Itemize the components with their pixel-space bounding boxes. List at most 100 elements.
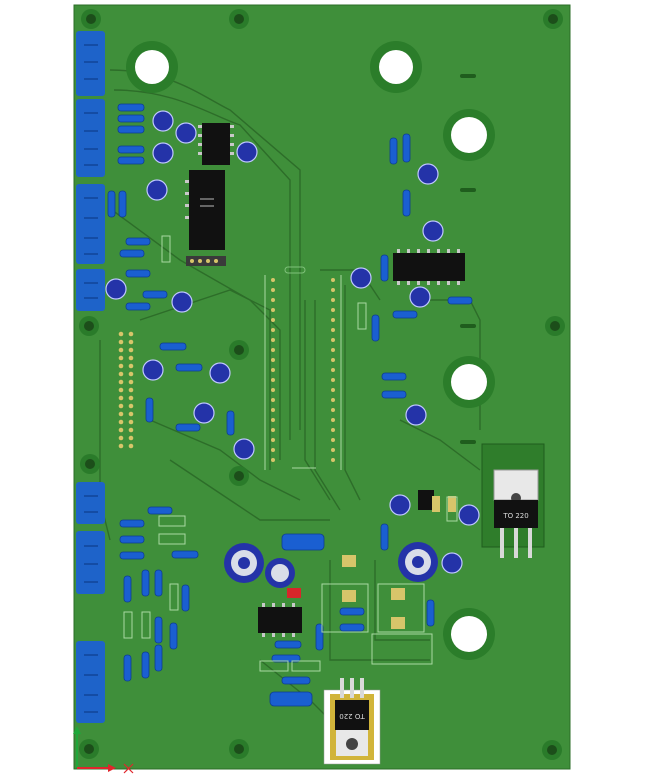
- terminal-block: [76, 531, 105, 594]
- ic-chip-large: [189, 170, 225, 250]
- resistor: [107, 190, 116, 218]
- capacitor: [236, 141, 258, 163]
- capacitor-large: [265, 558, 295, 588]
- ic-chip: [202, 123, 230, 165]
- terminal-block: [76, 99, 105, 177]
- capacitor: [422, 220, 444, 242]
- mount-hole: [543, 9, 563, 29]
- pcb-outline: [73, 4, 571, 770]
- resistor: [142, 290, 168, 299]
- resistor: [125, 302, 151, 311]
- resistor: [154, 616, 163, 644]
- ic-small: [418, 490, 434, 510]
- resistor: [169, 622, 178, 650]
- voltage-regulator-2: TO 220: [323, 678, 381, 765]
- capacitor: [209, 362, 231, 384]
- resistor: [119, 519, 145, 528]
- resistor: [274, 640, 302, 649]
- terminal-block: [76, 269, 105, 311]
- regulator-1-label: TO 220: [502, 512, 528, 520]
- resistor: [125, 237, 151, 246]
- resistor: [119, 535, 145, 544]
- red-smd-component: [287, 588, 301, 598]
- capacitor: [405, 404, 427, 426]
- resistor: [175, 423, 201, 432]
- resistor: [123, 575, 132, 603]
- capacitor: [458, 504, 480, 526]
- resistors-vertical: [107, 133, 435, 682]
- capacitor: [409, 286, 431, 308]
- capacitor: [350, 267, 372, 289]
- resistor: [117, 156, 145, 165]
- resistor: [447, 296, 473, 305]
- ic-soic: [258, 607, 302, 633]
- resistor: [147, 506, 173, 515]
- resistor-power: [281, 533, 325, 551]
- resistor: [117, 125, 145, 134]
- capacitor: [171, 291, 193, 313]
- resistor: [226, 410, 235, 436]
- capacitor: [175, 122, 197, 144]
- resistor: [381, 390, 407, 399]
- capacitor: [233, 438, 255, 460]
- regulator-2-label: TO 220: [339, 712, 365, 720]
- terminal-block: [76, 31, 105, 96]
- slots: [284, 74, 476, 444]
- diode: [426, 599, 435, 627]
- capacitor: [441, 552, 463, 574]
- resistors: [117, 103, 473, 707]
- resistor: [154, 644, 163, 672]
- resistor: [271, 654, 301, 663]
- pin-headers: [186, 256, 226, 266]
- capacitor: [389, 494, 411, 516]
- resistor: [119, 551, 145, 560]
- resistor: [141, 569, 150, 597]
- resistor: [117, 103, 145, 112]
- mcu-silkscreen: [264, 275, 342, 470]
- terminal-block: [76, 641, 105, 723]
- resistor: [171, 550, 199, 559]
- large-hole: [443, 109, 495, 161]
- capacitor: [193, 402, 215, 424]
- resistor: [381, 372, 407, 381]
- terminal-block: [76, 184, 105, 264]
- mcu-socket-pads: [271, 278, 335, 462]
- resistor-power: [269, 691, 313, 707]
- resistor: [389, 137, 398, 165]
- pad-column-right: [331, 278, 335, 462]
- resistor: [125, 269, 151, 278]
- resistor: [339, 623, 365, 632]
- large-hole: [370, 41, 422, 93]
- mounting-holes-large: [126, 41, 495, 660]
- mount-hole: [229, 466, 249, 486]
- resistor: [402, 133, 411, 163]
- ics: [189, 123, 465, 633]
- mount-hole: [229, 739, 249, 759]
- resistor: [339, 607, 365, 616]
- resistor: [118, 190, 127, 218]
- resistor: [402, 189, 411, 217]
- resistor: [181, 584, 190, 612]
- mount-hole: [545, 316, 565, 336]
- ic-dip-14: [393, 253, 465, 281]
- capacitor: [152, 142, 174, 164]
- capacitor: [417, 163, 439, 185]
- ic-pins: [185, 125, 460, 637]
- voltage-regulator-1: TO 220: [481, 443, 545, 558]
- resistor: [281, 676, 311, 685]
- terminal-block: [76, 482, 105, 524]
- resistor: [159, 342, 187, 351]
- pad-column-left: [271, 278, 275, 462]
- header-2x16: [118, 331, 134, 449]
- mount-hole: [229, 9, 249, 29]
- resistor: [154, 569, 163, 597]
- electrolytic-capacitors: [224, 542, 438, 588]
- large-hole: [126, 41, 178, 93]
- diode: [380, 523, 389, 551]
- terminal-blocks: [76, 31, 105, 723]
- resistor: [117, 114, 145, 123]
- mount-hole: [542, 740, 562, 760]
- resistor: [392, 310, 418, 319]
- capacitor-large: [224, 543, 264, 583]
- resistor: [380, 254, 389, 282]
